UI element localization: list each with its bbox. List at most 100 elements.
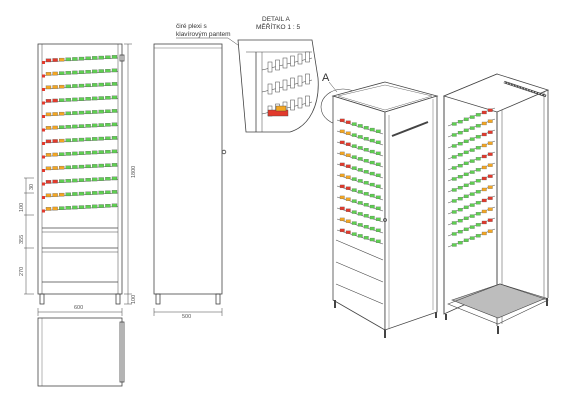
iso1-bottle bbox=[351, 199, 357, 203]
front-bottle bbox=[98, 177, 104, 181]
front-bottle bbox=[45, 139, 52, 144]
iso1-bottle bbox=[345, 164, 351, 168]
iso2-bottle bbox=[463, 128, 469, 132]
iso2-bottle bbox=[451, 177, 457, 181]
front-bottle bbox=[85, 56, 91, 61]
iso1-bottle bbox=[357, 201, 363, 205]
iso1-bottle bbox=[369, 215, 375, 220]
front-bottle bbox=[85, 70, 91, 74]
iso1-bottle bbox=[369, 226, 375, 231]
detail-tube bbox=[290, 77, 295, 89]
iso2-bottle bbox=[487, 119, 493, 123]
detail-callout-letter: A bbox=[322, 72, 330, 84]
iso2-bottle bbox=[463, 194, 469, 198]
front-bottle bbox=[111, 95, 118, 100]
iso1-bottle bbox=[369, 149, 375, 154]
front-shelf-tag bbox=[42, 155, 45, 159]
iso1-bottle bbox=[369, 237, 375, 242]
front-bottle bbox=[78, 110, 85, 115]
front-leg-left bbox=[39, 293, 45, 305]
front-bottle bbox=[98, 136, 104, 141]
iso1-bottle bbox=[375, 184, 381, 188]
iso2-bottle bbox=[475, 168, 481, 172]
front-bottle bbox=[65, 179, 71, 183]
iso1-bottle bbox=[375, 195, 381, 199]
front-bottle bbox=[111, 190, 118, 194]
detail-rack bbox=[261, 51, 313, 117]
iso1-bottle bbox=[339, 118, 345, 123]
iso1-bottle bbox=[375, 129, 381, 133]
iso2-bottle bbox=[463, 216, 469, 220]
front-bottle bbox=[92, 96, 98, 101]
iso2-bottle bbox=[475, 179, 481, 183]
front-bottle bbox=[65, 192, 71, 197]
front-bottle bbox=[85, 83, 91, 88]
front-bottle bbox=[105, 150, 111, 154]
iso2-bottle bbox=[487, 229, 493, 233]
iso1-bottle bbox=[339, 184, 345, 189]
iso2-shelves bbox=[447, 107, 496, 248]
front-bottle bbox=[45, 58, 52, 63]
iso2-bottle bbox=[481, 220, 487, 225]
front-bottle bbox=[111, 176, 118, 181]
front-bottle bbox=[72, 192, 78, 196]
iso1-bottle bbox=[363, 236, 369, 240]
detail-tube bbox=[275, 59, 280, 71]
front-bottle bbox=[59, 179, 65, 183]
front-bottle bbox=[65, 165, 71, 170]
front-bottle bbox=[98, 163, 104, 168]
front-bottle bbox=[52, 112, 58, 116]
iso2-bottle bbox=[481, 176, 487, 181]
iso2-bottle bbox=[475, 113, 481, 117]
iso1-bottle bbox=[351, 221, 357, 225]
plexi-note-line1: čiré plexi s bbox=[176, 23, 207, 30]
front-view bbox=[24, 43, 132, 316]
iso2-bottle bbox=[481, 143, 487, 148]
iso2-bottle bbox=[475, 190, 481, 194]
iso1-bottle bbox=[363, 181, 369, 185]
iso1-bottle bbox=[363, 148, 369, 152]
iso1-bottle bbox=[369, 160, 375, 165]
dim-100: 100 bbox=[19, 203, 25, 212]
front-bottle bbox=[105, 82, 111, 87]
iso2-bottle bbox=[469, 225, 475, 229]
detail-tube bbox=[297, 97, 303, 109]
iso2-bottle bbox=[481, 165, 487, 170]
iso1-bottle bbox=[369, 127, 375, 132]
front-bottle bbox=[92, 110, 98, 114]
front-bottle bbox=[85, 205, 91, 209]
front-bottle bbox=[72, 138, 78, 142]
front-bottle bbox=[65, 111, 71, 116]
iso2-bottle bbox=[475, 124, 481, 128]
iso2-bottle bbox=[463, 161, 469, 165]
front-bottle bbox=[78, 56, 85, 61]
front-bottle bbox=[78, 164, 85, 169]
detail-tube bbox=[305, 95, 310, 107]
front-bottle bbox=[65, 206, 71, 210]
iso1-bottle bbox=[363, 192, 369, 196]
iso1-bottle bbox=[339, 217, 345, 222]
front-bottle bbox=[72, 205, 78, 210]
iso2-bottle bbox=[469, 170, 475, 174]
front-bottle bbox=[105, 69, 111, 73]
iso1-shelves bbox=[336, 118, 384, 245]
iso2-bottle bbox=[487, 196, 493, 200]
front-bottle bbox=[105, 163, 111, 168]
iso1-bottle bbox=[369, 204, 375, 209]
front-bottle bbox=[65, 152, 71, 156]
front-bottle bbox=[45, 72, 52, 76]
iso1-bottle bbox=[375, 140, 381, 144]
iso1-bottle bbox=[357, 179, 363, 183]
iso1-bottle bbox=[369, 138, 375, 143]
front-shelf-tag bbox=[42, 101, 45, 105]
front-bottle bbox=[72, 178, 78, 183]
front-bottle bbox=[92, 137, 98, 141]
iso1-bottle bbox=[363, 203, 369, 207]
iso1-bottle bbox=[375, 206, 381, 210]
iso1-bottle bbox=[363, 137, 369, 141]
front-bottle bbox=[78, 151, 85, 155]
front-bottle bbox=[78, 191, 85, 196]
iso2-bottle bbox=[463, 205, 469, 209]
front-shelf-tag bbox=[42, 142, 45, 145]
iso2-bottle bbox=[481, 209, 487, 214]
